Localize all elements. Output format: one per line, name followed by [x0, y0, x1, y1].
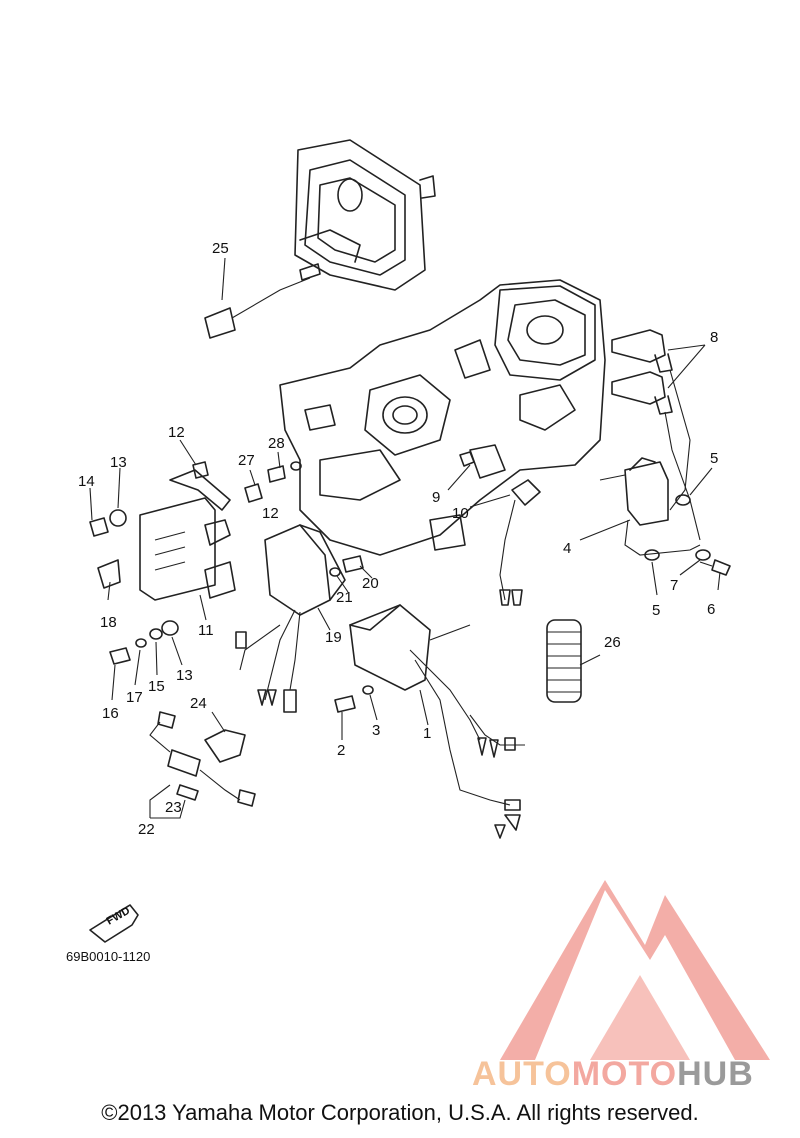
callout: 15: [148, 678, 165, 695]
switch-22: [149, 711, 256, 807]
callout: 12: [168, 424, 185, 441]
ignition-coil-4: [599, 457, 701, 561]
washer-7: [695, 549, 711, 561]
fwd-arrow-icon: FWD: [89, 904, 139, 943]
callout: 8: [710, 329, 718, 346]
plug-caps-8: [611, 329, 701, 541]
callout: 27: [238, 452, 255, 469]
callout: 24: [190, 695, 207, 712]
engine-block: [279, 279, 606, 556]
callout: 22: [138, 821, 155, 838]
callout: 23: [165, 799, 182, 816]
sensor-25: [204, 263, 321, 339]
callout: 3: [372, 722, 380, 739]
callout: 21: [336, 589, 353, 606]
callout: 7: [670, 577, 678, 594]
bracket-11: [139, 469, 236, 601]
module-19: [235, 524, 346, 713]
callout: 17: [126, 689, 143, 706]
part-code: 69B0010-1120: [66, 949, 151, 964]
callout: 1: [423, 725, 431, 742]
head-cover: [294, 139, 436, 291]
callout: 26: [604, 634, 621, 651]
callout: 13: [110, 454, 127, 471]
cdi-unit-1: [349, 604, 525, 839]
callout: 5: [710, 450, 718, 467]
fwd-label: FWD: [105, 905, 133, 928]
callout: 10: [452, 505, 469, 522]
brand-wordmark: AUTOMOTOHUB: [472, 1056, 792, 1092]
sensor-9: [459, 444, 506, 479]
callout: 16: [102, 705, 119, 722]
callout: 18: [100, 614, 117, 631]
brand-part-moto: MOTO: [571, 1055, 678, 1093]
cap-10: [499, 479, 541, 606]
callout: 5: [652, 602, 660, 619]
switch-24: [204, 729, 246, 763]
callout: 12: [262, 505, 279, 522]
callout: 14: [78, 473, 95, 490]
brand-part-auto: AUTO: [472, 1055, 572, 1093]
brand-part-hub: HUB: [677, 1055, 754, 1093]
callout: 6: [707, 601, 715, 618]
callout: 25: [212, 240, 229, 257]
callout: 19: [325, 629, 342, 646]
watermark-logo: [500, 880, 770, 1060]
boot-26: [546, 619, 582, 703]
callout: 20: [362, 575, 379, 592]
callout: 11: [198, 622, 214, 639]
copyright-notice: ©2013 Yamaha Motor Corporation, U.S.A. A…: [101, 1100, 699, 1125]
bolt-6: [699, 559, 731, 576]
leader-lines: [89, 257, 721, 819]
small-parts: [89, 461, 374, 713]
callout: 9: [432, 489, 440, 506]
callouts: 1 2 3 4 5 5 6 7 8 9 10 11 12 12 13 13 14…: [78, 240, 718, 838]
callout: 28: [268, 435, 285, 452]
callout: 13: [176, 667, 193, 684]
callout: 4: [563, 540, 571, 557]
callout: 2: [337, 742, 345, 759]
